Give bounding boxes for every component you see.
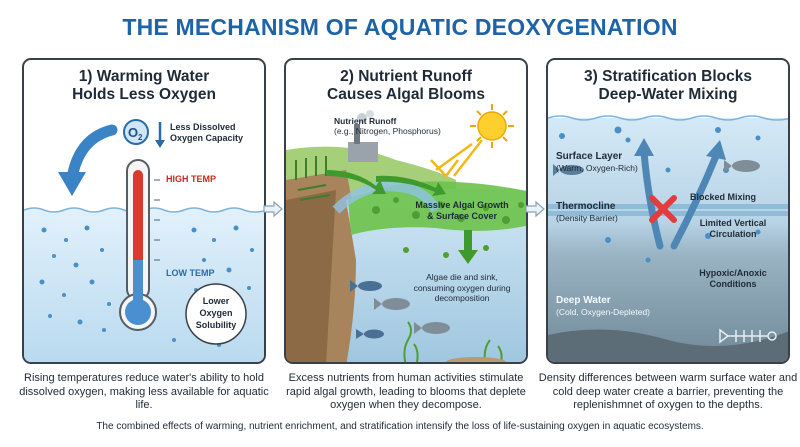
blocked-x-icon xyxy=(649,195,677,223)
algal-growth-label: Massive Algal Growth & Surface Cover xyxy=(414,200,510,222)
panel3-heading-line2: Deep-Water Mixing xyxy=(598,86,738,103)
runoff-subtitle: (e.g., Nitrogen, Phosphorus) xyxy=(334,126,441,136)
panel2-heading-line1: 2) Nutrient Runoff xyxy=(340,68,472,85)
sinking-arrow-icon xyxy=(458,250,478,264)
warming-water-illustration: O 2 Less Dissolved Oxygen Capacity HIGH … xyxy=(24,119,264,362)
panel-stratification: 3) Stratification Blocks Deep-Water Mixi… xyxy=(546,58,790,364)
runoff-arrows xyxy=(326,170,446,196)
limited-circulation-line1: Limited Vertical xyxy=(699,218,767,228)
panel2-caption: Excess nutrients from human activities s… xyxy=(286,372,526,411)
panel1-heading: 1) Warming Water Holds Less Oxygen xyxy=(24,68,264,104)
seaweed xyxy=(403,321,503,362)
low-temp-label: LOW TEMP xyxy=(166,268,215,278)
thermometer-icon xyxy=(119,159,160,331)
panel-nutrient-runoff: 2) Nutrient Runoff Causes Algal Blooms N… xyxy=(284,58,528,364)
solubility-callout xyxy=(185,283,247,345)
fish-icon xyxy=(724,160,760,172)
thermocline-title: Thermocline xyxy=(556,201,616,212)
panel2-heading: 2) Nutrient Runoff Causes Algal Blooms xyxy=(286,68,526,104)
panel1-heading-line1: 1) Warming Water xyxy=(78,68,210,85)
surface-layer-subtitle: (Warm, Oxygen-Rich) xyxy=(556,162,638,173)
nutrient-runoff-illustration xyxy=(286,104,526,362)
algal-growth-line1: Massive Algal Growth xyxy=(415,200,509,210)
decomposition-label: Algae die and sink, consuming oxygen dur… xyxy=(402,272,522,304)
deep-water-subtitle: (Cold, Oxygen-Depleted) xyxy=(556,306,651,317)
fish-skeleton-icon xyxy=(719,328,777,344)
o2-label: O xyxy=(128,125,138,140)
decomposition-line1: Algae die and sink, xyxy=(426,272,498,282)
blocked-mixing-label: Blocked Mixing xyxy=(690,192,757,202)
fish-icon xyxy=(356,329,384,339)
water-body xyxy=(346,188,526,362)
high-temp-label: HIGH TEMP xyxy=(166,174,216,184)
downward-curved-arrow xyxy=(66,124,118,184)
panel-warming-water: O 2 Less Dissolved Oxygen Capacity HIGH … xyxy=(22,58,266,364)
stratification-illustration xyxy=(548,115,788,362)
capacity-label-line1: Less Dissolved xyxy=(170,122,236,132)
fish-icon xyxy=(553,164,584,176)
o2-subscript: 2 xyxy=(138,133,143,142)
solubility-line3: Solubility xyxy=(196,320,237,330)
fish-icon xyxy=(350,280,382,292)
runoff-label: Nutrient Runoff (e.g., Nitrogen, Phospho… xyxy=(334,116,441,136)
solubility-line1: Lower xyxy=(203,296,230,306)
algal-growth-line2: & Surface Cover xyxy=(426,211,498,221)
thermocline-subtitle: (Density Barrier) xyxy=(556,212,618,223)
footer-summary: The combined effects of warming, nutrien… xyxy=(96,421,704,432)
decomposition-line3: decomposition xyxy=(434,293,490,303)
panel3-caption: Density differences between warm surface… xyxy=(538,372,798,411)
flow-arrow-icon xyxy=(263,200,283,218)
panel3-heading-line1: 3) Stratification Blocks xyxy=(584,68,752,85)
hypoxic-label: Hypoxic/Anoxic Conditions xyxy=(688,268,778,290)
solubility-line2: Oxygen xyxy=(199,308,232,318)
runoff-title: Nutrient Runoff xyxy=(334,116,397,126)
panel1-heading-line2: Holds Less Oxygen xyxy=(72,86,216,103)
algae-cells xyxy=(372,197,524,258)
hypoxic-line2: Conditions xyxy=(709,279,757,289)
o2-icon xyxy=(123,119,149,145)
limited-circulation-line2: Circulation xyxy=(709,229,757,239)
page-title: THE MECHANISM OF AQUATIC DEOXYGENATION xyxy=(122,14,678,40)
panel2-heading-line2: Causes Algal Blooms xyxy=(327,86,485,103)
fish-icon xyxy=(414,322,450,334)
deep-water-title: Deep Water xyxy=(556,295,611,306)
capacity-label-line2: Oxygen Capacity xyxy=(170,133,243,143)
thermocline-label: Thermocline (Density Barrier) xyxy=(556,201,618,223)
surface-layer-label: Surface Layer (Warm, Oxygen-Rich) xyxy=(556,151,638,173)
water-column xyxy=(548,118,788,362)
hypoxic-line1: Hypoxic/Anoxic xyxy=(699,268,767,278)
sunlight-rays xyxy=(430,139,483,178)
down-arrow-icon xyxy=(155,140,165,148)
limited-circulation-label: Limited Vertical Circulation xyxy=(688,218,778,240)
sun-icon xyxy=(470,104,514,148)
decomposition-line2: consuming oxygen during xyxy=(413,282,511,293)
fish-icon xyxy=(374,298,410,310)
panel1-caption: Rising temperatures reduce water's abili… xyxy=(19,372,269,411)
seabed xyxy=(548,329,788,362)
surface-layer-title: Surface Layer xyxy=(556,151,623,162)
panel3-heading: 3) Stratification Blocks Deep-Water Mixi… xyxy=(548,68,788,104)
factory-icon xyxy=(348,110,378,162)
flow-arrow-icon xyxy=(525,200,545,218)
deep-water-label: Deep Water (Cold, Oxygen-Depleted) xyxy=(556,295,651,317)
